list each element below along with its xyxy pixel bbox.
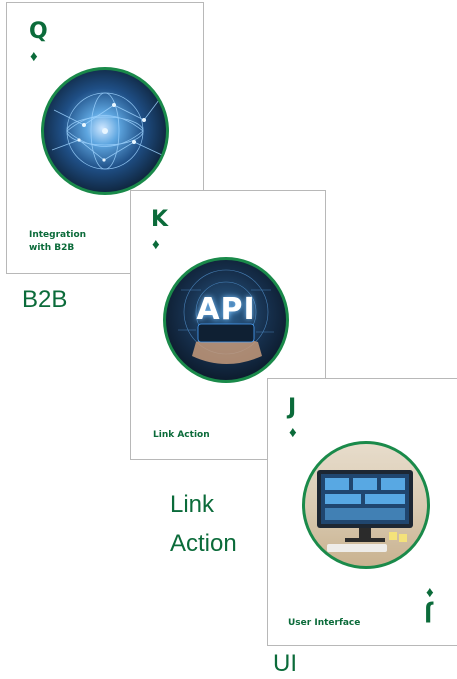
diamond-suit-icon: ♦ [152, 236, 160, 253]
api-text: API [196, 292, 256, 327]
diamond-suit-icon-bottom: ♦ [426, 584, 434, 601]
card-title: User Interface [288, 618, 361, 628]
card-title: Integration with B2B [29, 230, 87, 253]
card-jack-user-interface[interactable]: J ♦ User Interface ♦ J [267, 378, 457, 646]
card-title: Link Action [153, 430, 210, 440]
card-caption: UI [273, 650, 297, 677]
card-caption-line2: Action [170, 530, 237, 557]
api-tablet-illustration: API [163, 257, 289, 383]
card-caption: B2B [22, 286, 68, 313]
card-king-link-action[interactable]: K ♦ API Link Action [130, 190, 326, 460]
card-rank-inverted: J [424, 600, 433, 625]
card-caption-line1: Link [170, 491, 215, 518]
network-globe-illustration [41, 67, 169, 195]
card-rank: J [288, 395, 297, 420]
card-queen-integration[interactable]: Q ♦ Integration with B2B [6, 2, 204, 274]
card-rank: Q [29, 19, 48, 44]
card-rank: K [151, 207, 169, 232]
diamond-suit-icon: ♦ [30, 48, 38, 65]
diamond-suit-icon: ♦ [289, 424, 297, 441]
monitor-dashboard-illustration [302, 441, 430, 569]
